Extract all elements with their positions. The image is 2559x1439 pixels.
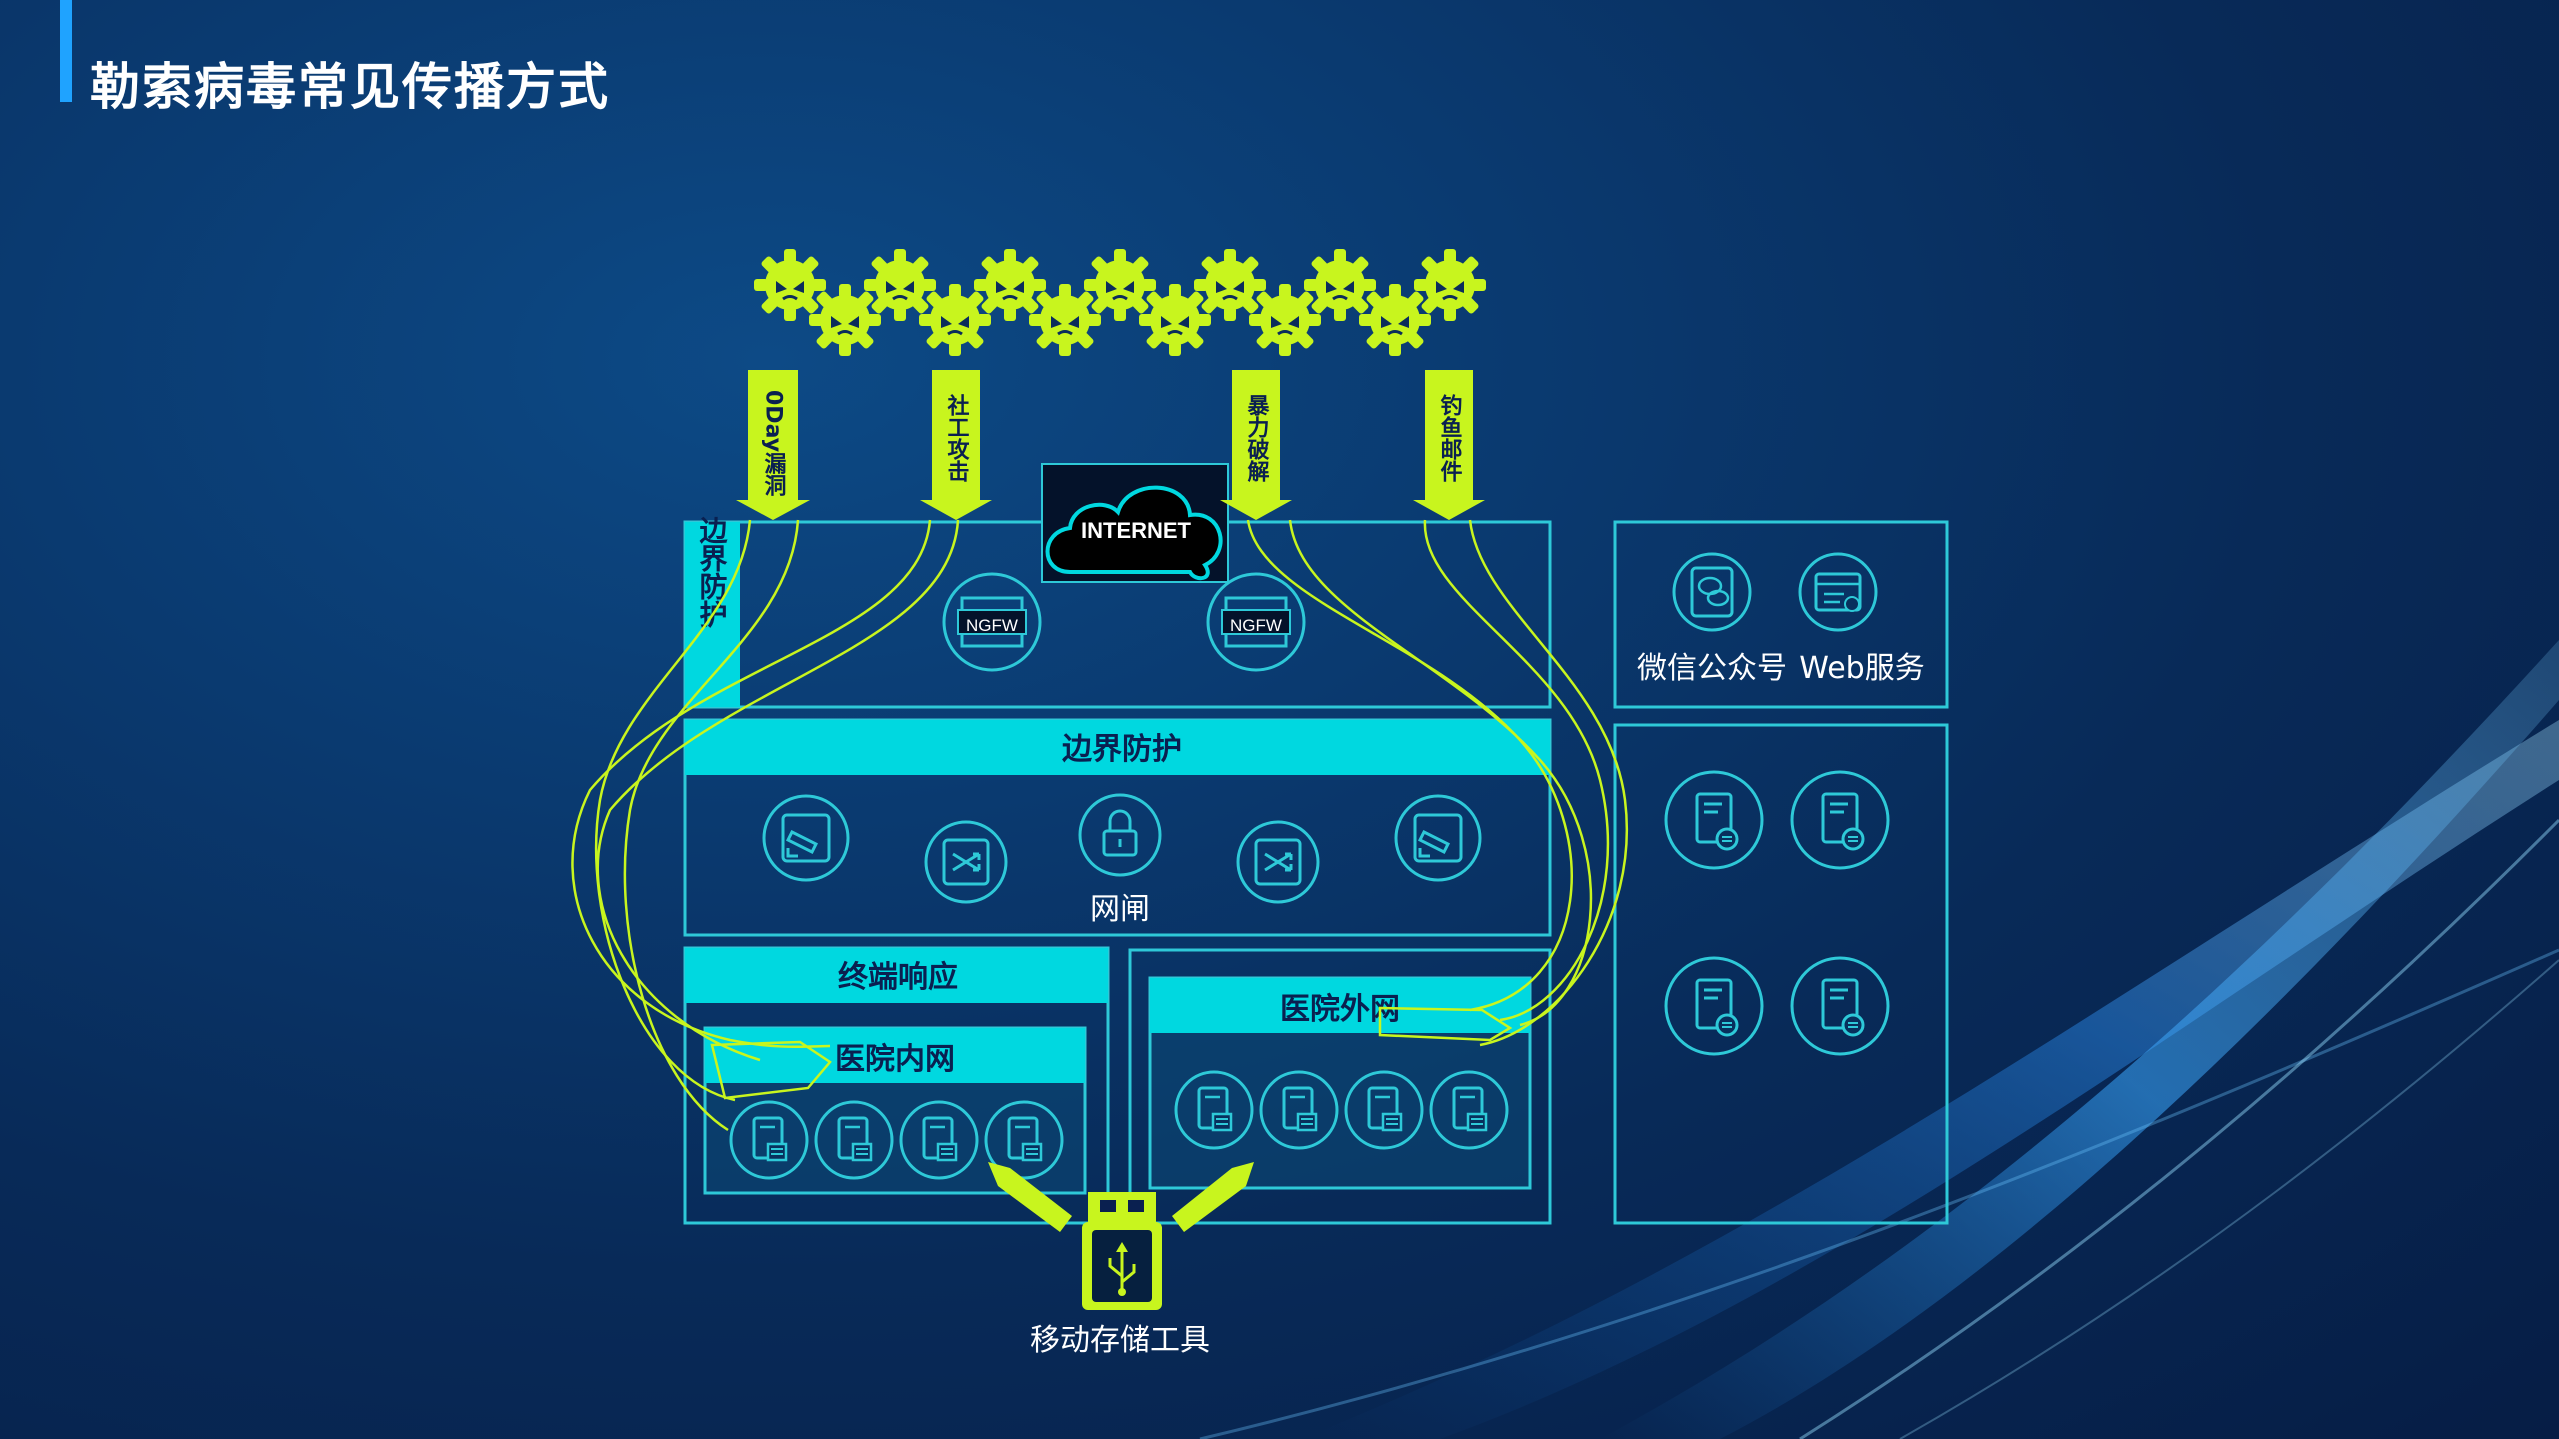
extranet-header-bar: [1150, 978, 1530, 1033]
attack-vector-label: 社工攻击: [944, 393, 970, 482]
cloud-icon: [1045, 485, 1223, 581]
web-browser-icon: [1798, 552, 1878, 632]
virus-icon: [807, 282, 883, 358]
server-icon: [1790, 956, 1890, 1056]
server-icon: [1664, 956, 1764, 1056]
endpoint-header-label: 终端响应: [838, 960, 958, 995]
border-header-label: 边界防护: [1062, 732, 1182, 767]
service-label-web: Web服务: [1799, 651, 1924, 686]
virus-icon: [1192, 247, 1268, 323]
virus-icon: [1302, 247, 1378, 323]
virus-icon: [972, 247, 1048, 323]
usb-attack-arrow: [988, 1162, 1254, 1232]
servers-frame: [1613, 723, 1949, 1225]
camera-icon: [762, 794, 850, 882]
gateway-label: 网闸: [1090, 892, 1150, 927]
virus-icon: [1357, 282, 1433, 358]
virus-icon: [1082, 247, 1158, 323]
background-swoosh: [1199, 640, 2559, 1439]
service-label-wechat: 微信公众号: [1637, 651, 1787, 686]
wechat-icon: [1672, 552, 1752, 632]
attack-vector-arrow: [736, 370, 810, 520]
virus-icon: [862, 247, 938, 323]
camera-icon: [1394, 794, 1482, 882]
virus-cluster: [752, 247, 1488, 358]
border-side-label: 边界防护: [696, 516, 729, 628]
attack-vector-label: 0Day漏洞: [761, 390, 787, 497]
attack-vector-label: 暴力破解: [1244, 394, 1271, 483]
intranet-label: 医院内网: [835, 1042, 955, 1077]
extranet-zone-frame: [1128, 948, 1552, 1225]
ngfw-firewall-icon: [1206, 572, 1306, 672]
switch-icon: [1236, 820, 1320, 904]
virus-icon: [1137, 282, 1213, 358]
ngfw-label: NGFW: [966, 616, 1018, 635]
page-title: 勒索病毒常见传播方式: [90, 58, 610, 116]
virus-icon: [1027, 282, 1103, 358]
ngfw-label: NGFW: [1230, 616, 1282, 635]
attack-vector-arrow: [1220, 370, 1292, 520]
ngfw-firewall-icon: [942, 572, 1042, 672]
virus-icon: [752, 247, 828, 323]
usb-label: 移动存储工具: [1030, 1323, 1210, 1358]
border-header-bar: [685, 720, 1550, 775]
server-icon: [1664, 770, 1764, 870]
intranet-header-bar: [705, 1028, 1085, 1083]
lock-icon: [1078, 793, 1162, 877]
virus-icon: [1412, 247, 1488, 323]
extranet-label: 医院外网: [1280, 992, 1400, 1027]
services-frame: [1613, 520, 1949, 709]
attack-vector-label: 钓鱼邮件: [1437, 393, 1463, 482]
attack-paths: [571, 519, 1628, 1132]
title-accent-bar: [60, 0, 72, 102]
attack-vector-arrow: [920, 370, 992, 520]
server-icon: [1790, 770, 1890, 870]
virus-icon: [1247, 282, 1323, 358]
attack-vector-arrow: [1413, 370, 1485, 520]
virus-icon: [917, 282, 993, 358]
usb-drive-icon: [1082, 1192, 1162, 1310]
switch-icon: [924, 820, 1008, 904]
internet-label: INTERNET: [1081, 518, 1192, 543]
endpoint-header-bar: [685, 948, 1108, 1003]
